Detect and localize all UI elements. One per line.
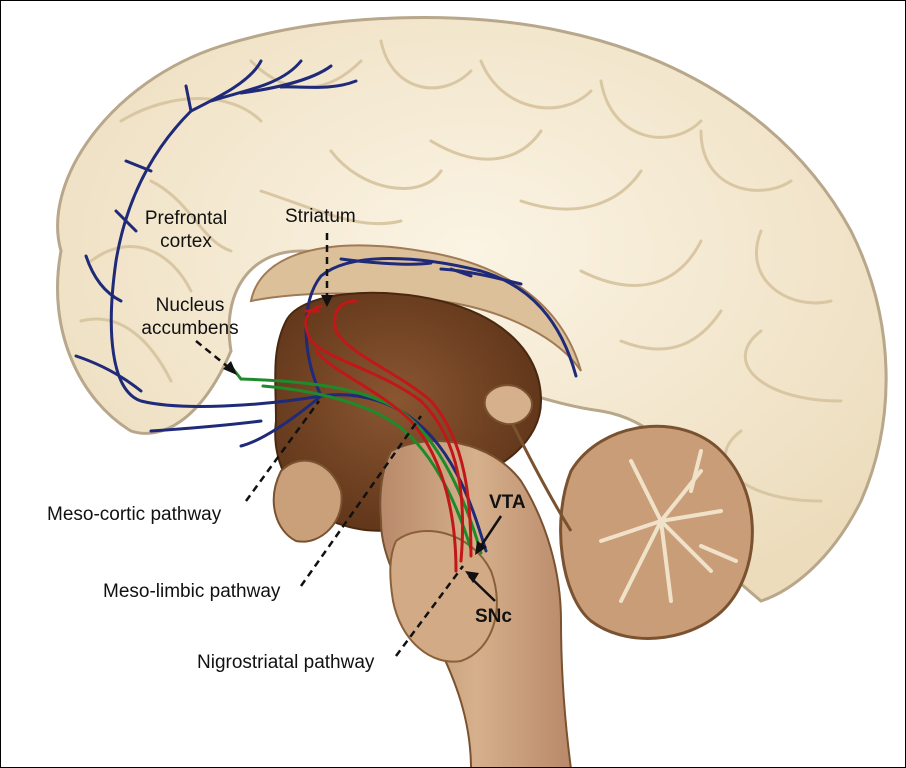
arrowheads xyxy=(223,295,487,583)
nigrostriatal-pathway xyxy=(304,299,473,573)
nigrostriatal-arrow xyxy=(394,565,465,657)
pons xyxy=(389,530,498,663)
cerebellum-arbor-vitae xyxy=(599,449,738,603)
label-nucleus-accumbens: Nucleus accumbens xyxy=(141,295,239,339)
cortex-gyri xyxy=(79,39,843,503)
vta-arrow xyxy=(477,515,503,550)
label-nigrostriatal-pathway: Nigrostriatal pathway xyxy=(197,652,375,673)
label-meso-limbic-pathway: Meso-limbic pathway xyxy=(103,581,281,602)
label-striatum: Striatum xyxy=(285,206,356,227)
label-prefrontal-cortex: Prefrontal cortex xyxy=(144,208,228,252)
hypothalamus xyxy=(272,459,343,543)
label-vta: VTA xyxy=(489,492,526,513)
label-snc: SNc xyxy=(475,606,512,627)
tectum xyxy=(483,384,533,426)
meso-cortic-arrow xyxy=(244,400,321,502)
meso-limbic-arrow xyxy=(299,415,423,587)
label-meso-cortic-pathway: Meso-cortic pathway xyxy=(47,504,222,525)
